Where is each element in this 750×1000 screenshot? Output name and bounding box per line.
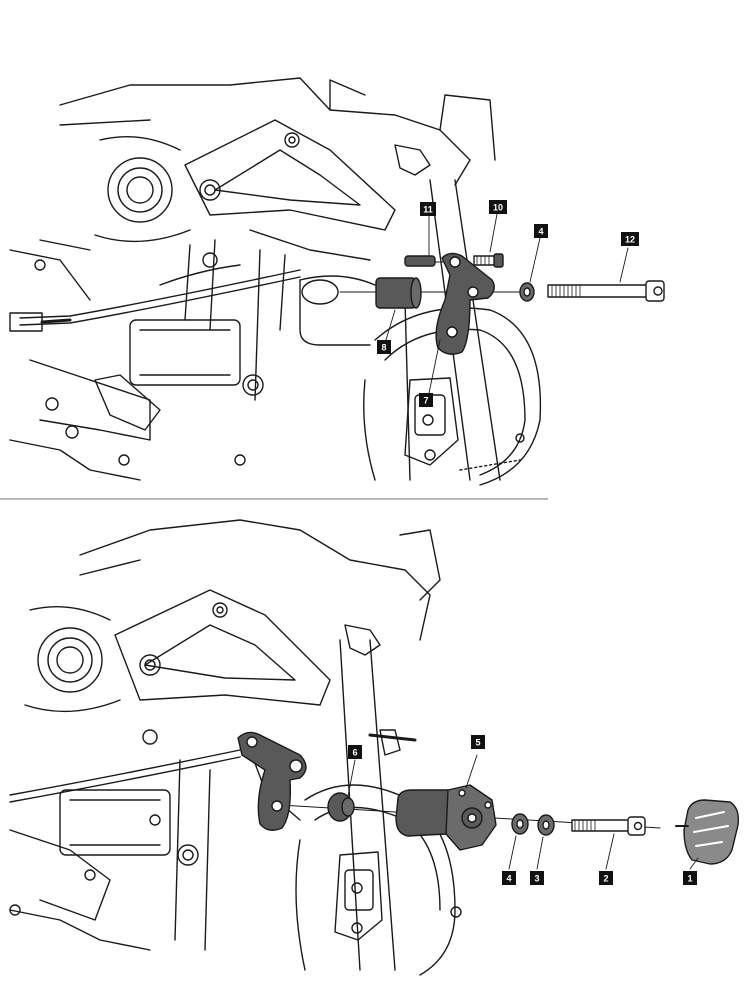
callout-label-4-top: 4 xyxy=(538,227,543,237)
callout-badge-6: 6 xyxy=(348,745,362,759)
bottom-assembly-panel: 6 5 4 3 2 1 xyxy=(0,500,750,1000)
callout-badge-2: 2 xyxy=(599,871,613,885)
callouts-bottom: 6 5 4 3 2 1 xyxy=(347,735,699,885)
callout-label-3: 3 xyxy=(534,874,539,884)
callout-badge-5: 5 xyxy=(471,735,485,749)
exploded-parts-bottom xyxy=(237,731,740,865)
bracket-plate-installed xyxy=(237,731,307,831)
spacer-part-8 xyxy=(375,277,422,309)
callout-label-10: 10 xyxy=(493,203,503,213)
callout-label-12: 12 xyxy=(625,235,635,245)
callout-label-7: 7 xyxy=(423,396,428,406)
motorcycle-frame-lineart xyxy=(9,77,542,486)
callout-badge-12: 12 xyxy=(621,232,639,246)
callout-badge-4-bottom: 4 xyxy=(502,871,516,885)
top-exploded-diagram: 11 10 4 12 8 7 xyxy=(9,77,665,486)
spacer-part-6 xyxy=(327,792,355,822)
callout-badge-7: 7 xyxy=(419,393,433,407)
bottom-exploded-diagram: 6 5 4 3 2 1 xyxy=(9,519,740,976)
callout-label-1: 1 xyxy=(687,874,692,884)
callout-badge-3: 3 xyxy=(530,871,544,885)
callout-badge-4-top: 4 xyxy=(534,224,548,238)
pin-part-11 xyxy=(404,255,436,267)
long-bolt-part-12 xyxy=(547,280,665,302)
washer-part-4 xyxy=(511,813,529,835)
callout-label-6: 6 xyxy=(352,748,357,758)
callout-label-2: 2 xyxy=(603,874,608,884)
exploded-parts-top xyxy=(339,252,665,355)
callout-label-11: 11 xyxy=(423,205,433,215)
washer-part-3 xyxy=(537,814,555,836)
callouts-top: 11 10 4 12 8 7 xyxy=(377,200,639,407)
callout-badge-1: 1 xyxy=(683,871,697,885)
callout-label-8: 8 xyxy=(381,343,386,353)
callout-badge-8: 8 xyxy=(377,340,391,354)
callout-label-4-bottom: 4 xyxy=(506,874,511,884)
callout-badge-10: 10 xyxy=(489,200,507,214)
washer-part-4 xyxy=(519,282,535,302)
motorcycle-frame-lineart xyxy=(9,519,462,976)
bolt-part-2 xyxy=(571,816,646,836)
panel-divider xyxy=(0,498,548,500)
frame-slider-body-part-5 xyxy=(395,784,497,851)
bolt-part-10 xyxy=(473,253,504,268)
bracket-plate-part-7 xyxy=(435,252,495,355)
top-assembly-panel: 11 10 4 12 8 7 xyxy=(9,77,665,486)
callout-label-5: 5 xyxy=(475,738,480,748)
callout-badge-11: 11 xyxy=(420,202,436,216)
slider-cap-part-1 xyxy=(675,799,740,865)
